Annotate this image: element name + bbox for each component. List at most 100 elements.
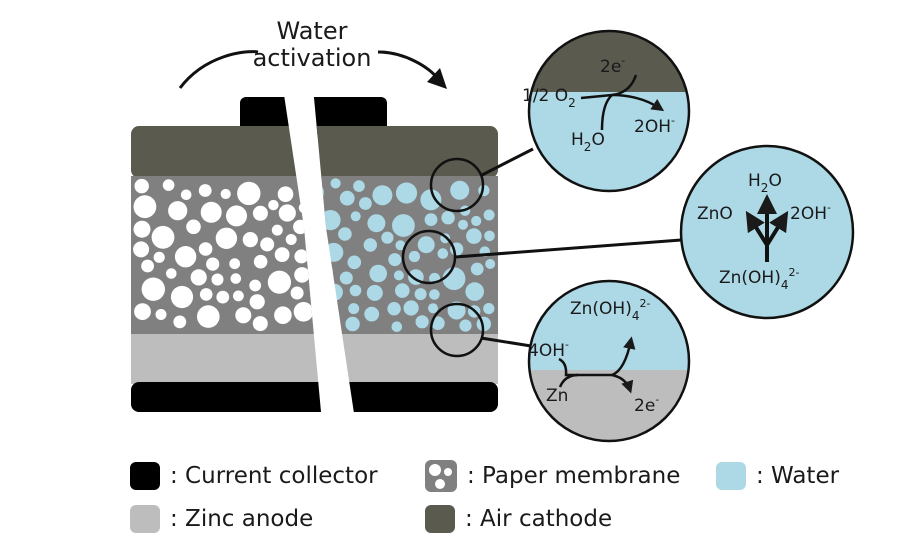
pore: [350, 211, 361, 222]
pore: [133, 241, 150, 258]
reaction-arrow: [611, 373, 634, 394]
pore: [268, 199, 279, 211]
anode-zinc: Zn: [546, 386, 568, 406]
cathode-water: H2O: [571, 130, 605, 154]
pore: [415, 315, 429, 329]
pore: [441, 211, 455, 225]
reaction-arrow: [600, 94, 613, 131]
pore: [428, 303, 438, 314]
pore: [230, 273, 242, 284]
pore: [162, 179, 175, 191]
pore: [485, 259, 496, 269]
pore: [215, 227, 238, 249]
pore: [278, 204, 296, 222]
pore: [339, 271, 353, 285]
black-square-icon: [130, 462, 160, 490]
legend-label: : Paper membrane: [467, 463, 681, 489]
reaction-arrow: [558, 357, 612, 377]
pore: [233, 290, 244, 302]
pore: [200, 201, 222, 223]
reaction-arrow: [611, 93, 665, 112]
pore: [364, 306, 380, 322]
pore: [220, 188, 231, 200]
pore: [442, 267, 466, 291]
pore: [277, 186, 294, 202]
pore: [290, 286, 304, 300]
pore: [450, 180, 470, 200]
pore: [211, 273, 224, 286]
legend-paper-membrane: : Paper membrane: [425, 460, 680, 492]
membrane-hydroxide: 2OH-: [790, 201, 831, 224]
membrane-water: H2O: [748, 171, 782, 195]
pore: [186, 219, 201, 235]
pore: [395, 240, 406, 251]
pore: [151, 225, 175, 249]
pore: [330, 178, 341, 189]
pore: [458, 219, 468, 230]
membrane-zincate: Zn(OH)42-: [719, 266, 799, 292]
pore: [459, 319, 472, 332]
reaction-arrow: [765, 210, 789, 247]
zoom-membrane: H2O ZnO 2OH- Zn(OH)42-: [679, 144, 855, 320]
pore: [349, 284, 362, 297]
pore: [393, 270, 404, 281]
pore: [447, 301, 466, 320]
pore: [338, 227, 352, 241]
activation-arrow-left: [178, 50, 259, 89]
pore: [387, 302, 401, 316]
pore: [170, 285, 194, 309]
activation-arrowhead: [427, 68, 447, 89]
pore: [392, 214, 415, 237]
pore: [166, 268, 177, 279]
reaction-arrow: [558, 373, 579, 388]
pore: [395, 283, 410, 298]
pore: [235, 307, 252, 324]
pore: [367, 214, 386, 233]
pore: [197, 305, 220, 328]
pore: [483, 209, 495, 221]
legend-water: : Water: [716, 462, 839, 490]
pore: [242, 232, 258, 248]
pore: [437, 248, 449, 259]
pore: [353, 180, 365, 192]
pore: [429, 289, 440, 300]
pore: [285, 234, 297, 245]
legend-air-cathode: : Air cathode: [425, 505, 612, 533]
zinc-anode-layer: [131, 334, 333, 384]
pore: [366, 284, 383, 301]
pore: [237, 181, 261, 206]
pore: [465, 282, 485, 301]
pore: [294, 249, 309, 264]
pore: [174, 246, 197, 268]
pore: [249, 294, 265, 310]
callout-circle-cathode: [429, 157, 485, 213]
pore: [388, 253, 402, 267]
legend-current-collector: : Current collector: [130, 462, 378, 490]
pore: [348, 303, 360, 315]
pore: [252, 205, 268, 221]
legend-label: : Water: [756, 463, 840, 489]
pore: [133, 195, 157, 219]
connector-anode: [480, 336, 532, 348]
pore: [134, 178, 149, 194]
pore: [470, 262, 484, 276]
pore: [403, 300, 419, 316]
break-line: [283, 88, 355, 420]
pore: [391, 321, 403, 333]
pore: [249, 279, 262, 292]
pore: [294, 267, 310, 283]
connector-membrane: [454, 238, 682, 259]
pore: [293, 302, 314, 322]
anode-electrons: 2e-: [634, 393, 659, 416]
pore: [483, 303, 495, 315]
pore: [229, 258, 241, 270]
pore: [345, 316, 360, 332]
pore: [190, 269, 207, 286]
light-gray-square-icon: [130, 505, 160, 533]
reaction-arrow: [611, 336, 636, 377]
zoom-cathode: 2e- 1/2 O2 H2O 2OH-: [522, 29, 691, 193]
pore: [369, 264, 388, 283]
pore: [274, 247, 290, 262]
light-blue-square-icon: [716, 462, 746, 490]
reaction-arrow: [745, 210, 769, 247]
